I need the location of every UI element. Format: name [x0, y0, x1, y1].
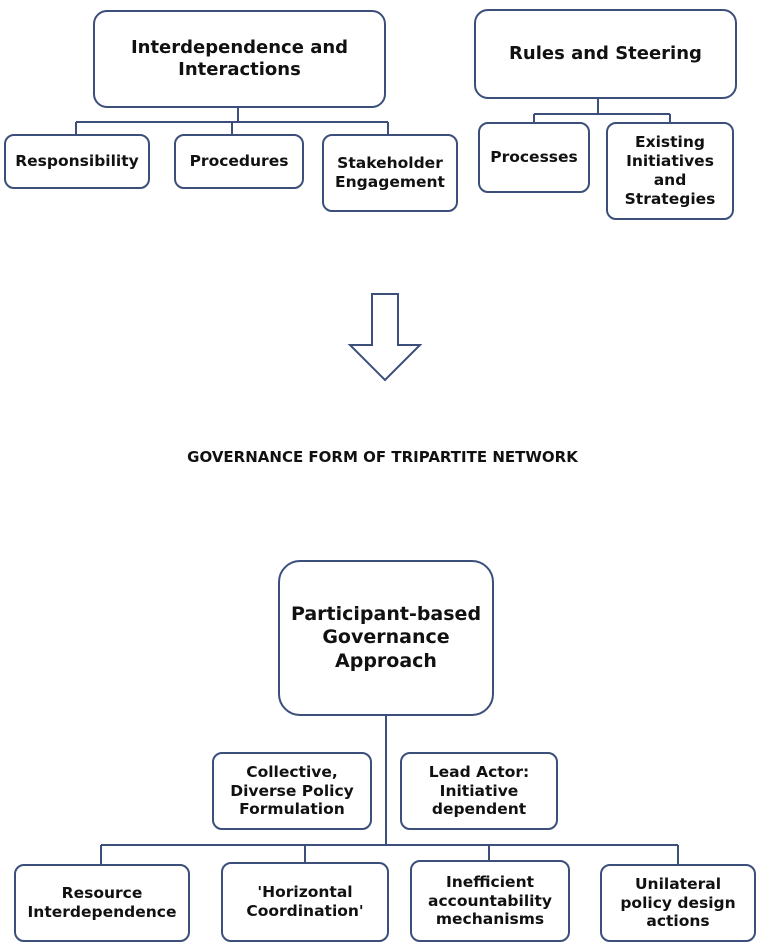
stakeholder-engagement-box: Stakeholder Engagement — [322, 134, 458, 212]
down-arrow-icon — [347, 293, 423, 382]
procedures-box: Procedures — [174, 134, 304, 189]
lead-actor-box: Lead Actor: Initiative dependent — [400, 752, 558, 830]
interdependence-interactions-box: Interdependence and Interactions — [93, 10, 386, 108]
network-heading: GOVERNANCE FORM OF TRIPARTITE NETWORK — [187, 448, 578, 466]
existing-initiatives-box: Existing Initiatives and Strategies — [606, 122, 734, 220]
horizontal-coordination-box: 'Horizontal Coordination' — [221, 862, 389, 942]
collective-policy-box: Collective, Diverse Policy Formulation — [212, 752, 372, 830]
unilateral-policy-box: Unilateral policy design actions — [600, 864, 756, 942]
responsibility-box: Responsibility — [4, 134, 150, 189]
rules-steering-box: Rules and Steering — [474, 9, 737, 99]
inefficient-accountability-box: Inefficient accountability mechanisms — [410, 860, 570, 942]
processes-box: Processes — [478, 122, 590, 193]
resource-interdependence-box: Resource Interdependence — [14, 864, 190, 942]
participant-governance-box: Participant-based Governance Approach — [278, 560, 494, 716]
